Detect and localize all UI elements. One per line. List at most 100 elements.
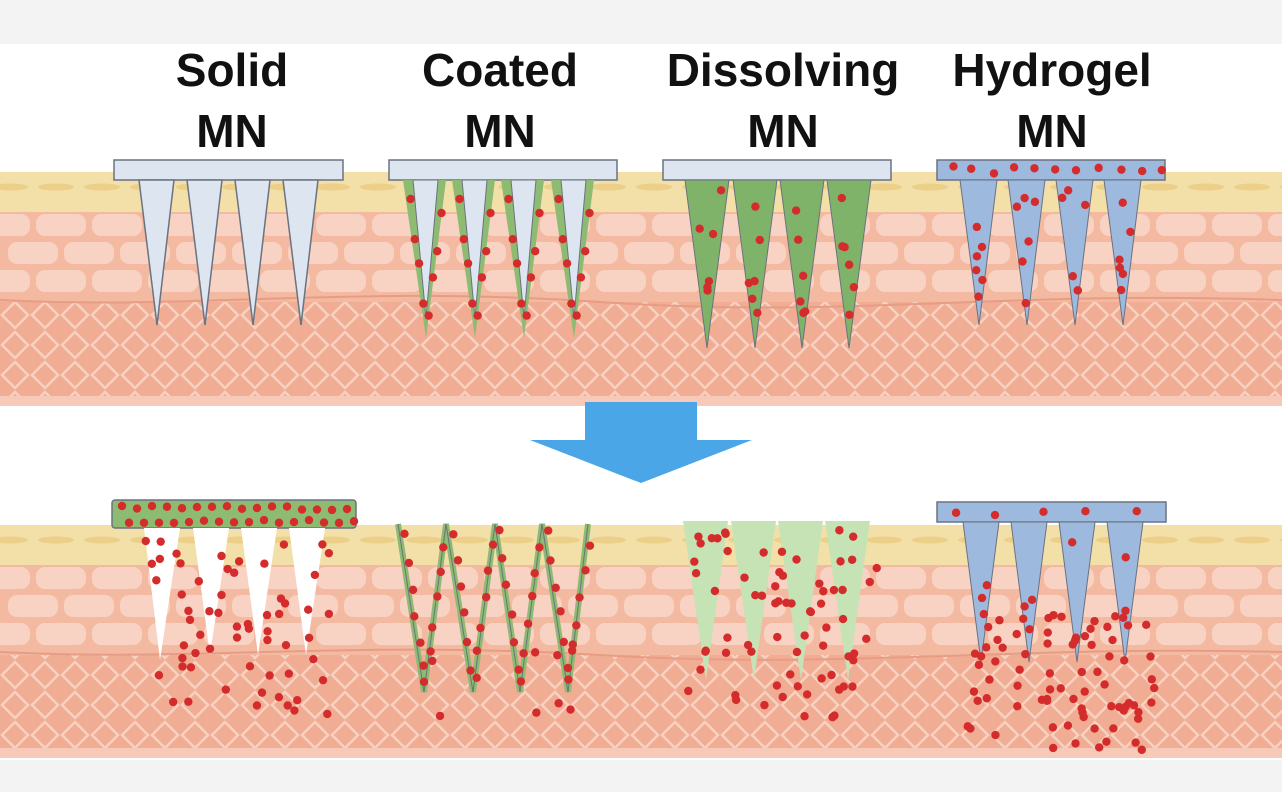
epidermis-cell (316, 623, 366, 645)
drug-particle (1063, 721, 1073, 730)
drug-particle (318, 675, 328, 685)
drug-particle (504, 194, 513, 204)
drug-particle (437, 208, 446, 218)
label-coated-line1: Coated (422, 44, 578, 96)
drug-particles (684, 526, 881, 722)
drug-particle (1107, 702, 1116, 711)
drug-particle (184, 697, 193, 706)
drug-particle (507, 610, 517, 619)
epidermis-cell (652, 623, 702, 645)
drug-particles (949, 162, 1167, 308)
epidermis-cell (652, 214, 702, 236)
epidermis-cell (36, 270, 86, 292)
drug-particle (1090, 616, 1099, 626)
drug-particle (280, 599, 290, 608)
drug-particle (703, 286, 712, 295)
solid-mn-needle (138, 179, 175, 326)
drug-particle (419, 661, 428, 670)
drug-particle (1121, 606, 1130, 615)
drug-particle (1073, 286, 1083, 295)
epidermis-cell (0, 567, 30, 589)
drug-particles (117, 501, 359, 719)
drug-particle (822, 623, 831, 632)
label-dissolving-line1: Dissolving (667, 44, 900, 96)
drug-particle (827, 670, 836, 680)
drug-particle (460, 608, 469, 617)
drug-particle (205, 607, 214, 616)
drug-particle (575, 593, 584, 602)
dissolved-needle (825, 521, 870, 680)
drug-particle (1100, 680, 1109, 689)
drug-particle (156, 537, 165, 546)
drug-particle (279, 540, 289, 549)
drug-particle (1071, 739, 1080, 748)
drug-particle (1024, 237, 1033, 246)
drug-particle (424, 311, 433, 320)
drug-particle (1080, 687, 1089, 696)
drug-particle (483, 566, 493, 575)
skin-bottom-edge (0, 396, 1282, 406)
epidermis-cell (36, 214, 86, 236)
drug-particle (1015, 665, 1024, 674)
epidermis-cell (484, 567, 534, 589)
drug-particle (838, 585, 847, 595)
drug-particle (178, 653, 187, 663)
drug-particle (176, 559, 185, 568)
epidermis-cell (904, 595, 954, 617)
drug-particle (466, 666, 475, 675)
epidermis-cell (204, 270, 254, 292)
drug-particle (214, 517, 224, 526)
drug-particle (439, 543, 448, 552)
drug-particle (1048, 743, 1058, 753)
drug-particle (132, 504, 142, 513)
drug-particle (1119, 613, 1128, 622)
drug-particle (554, 194, 563, 204)
stratum-oval (360, 536, 396, 544)
drug-particle (297, 505, 307, 514)
drug-particle (772, 681, 782, 690)
drug-particle (498, 554, 507, 563)
drug-particle (982, 643, 991, 652)
drug-particle (1119, 706, 1128, 715)
coated-mn-needle (510, 179, 537, 319)
drug-particle (551, 583, 560, 592)
epidermis-cell (1156, 623, 1206, 645)
epidermis-cell (92, 623, 142, 645)
drug-particle (229, 518, 239, 527)
drug-particle (835, 526, 844, 535)
drug-particle (972, 252, 982, 261)
drug-particle (196, 630, 205, 639)
hydrogel-mn-base (936, 501, 1167, 523)
drug-particle (1067, 538, 1077, 547)
epidermis-cell (344, 242, 394, 264)
hydrogel-mn-result (936, 501, 1167, 754)
drug-particle (488, 540, 498, 549)
drug-particle (406, 194, 415, 204)
stratum-oval (866, 536, 902, 544)
epidermis-cell (708, 623, 758, 645)
drug-particle (223, 564, 232, 574)
drug-particle (985, 675, 994, 684)
label-dissolving-line2: MN (747, 105, 819, 157)
drug-particle (1080, 631, 1090, 641)
drug-particle (704, 277, 714, 286)
epidermis-cell (1268, 270, 1282, 292)
drug-particle (760, 700, 769, 710)
drug-particle (793, 682, 802, 691)
drug-particle (568, 640, 577, 649)
epidermis-cell (1240, 595, 1282, 617)
drug-particle (972, 222, 982, 232)
stratum-oval (912, 183, 948, 191)
drug-particle (416, 638, 425, 647)
drug-particle (974, 660, 984, 670)
microchannel (241, 528, 277, 655)
epidermis-cell (36, 623, 86, 645)
drug-particle (562, 259, 572, 268)
epidermis-cell (876, 623, 926, 645)
drug-particle (1081, 507, 1090, 516)
drug-particle (713, 534, 722, 543)
drug-particle (404, 558, 414, 568)
drug-particle (217, 551, 226, 561)
drug-particle (244, 517, 254, 527)
drug-particle (1134, 707, 1143, 717)
